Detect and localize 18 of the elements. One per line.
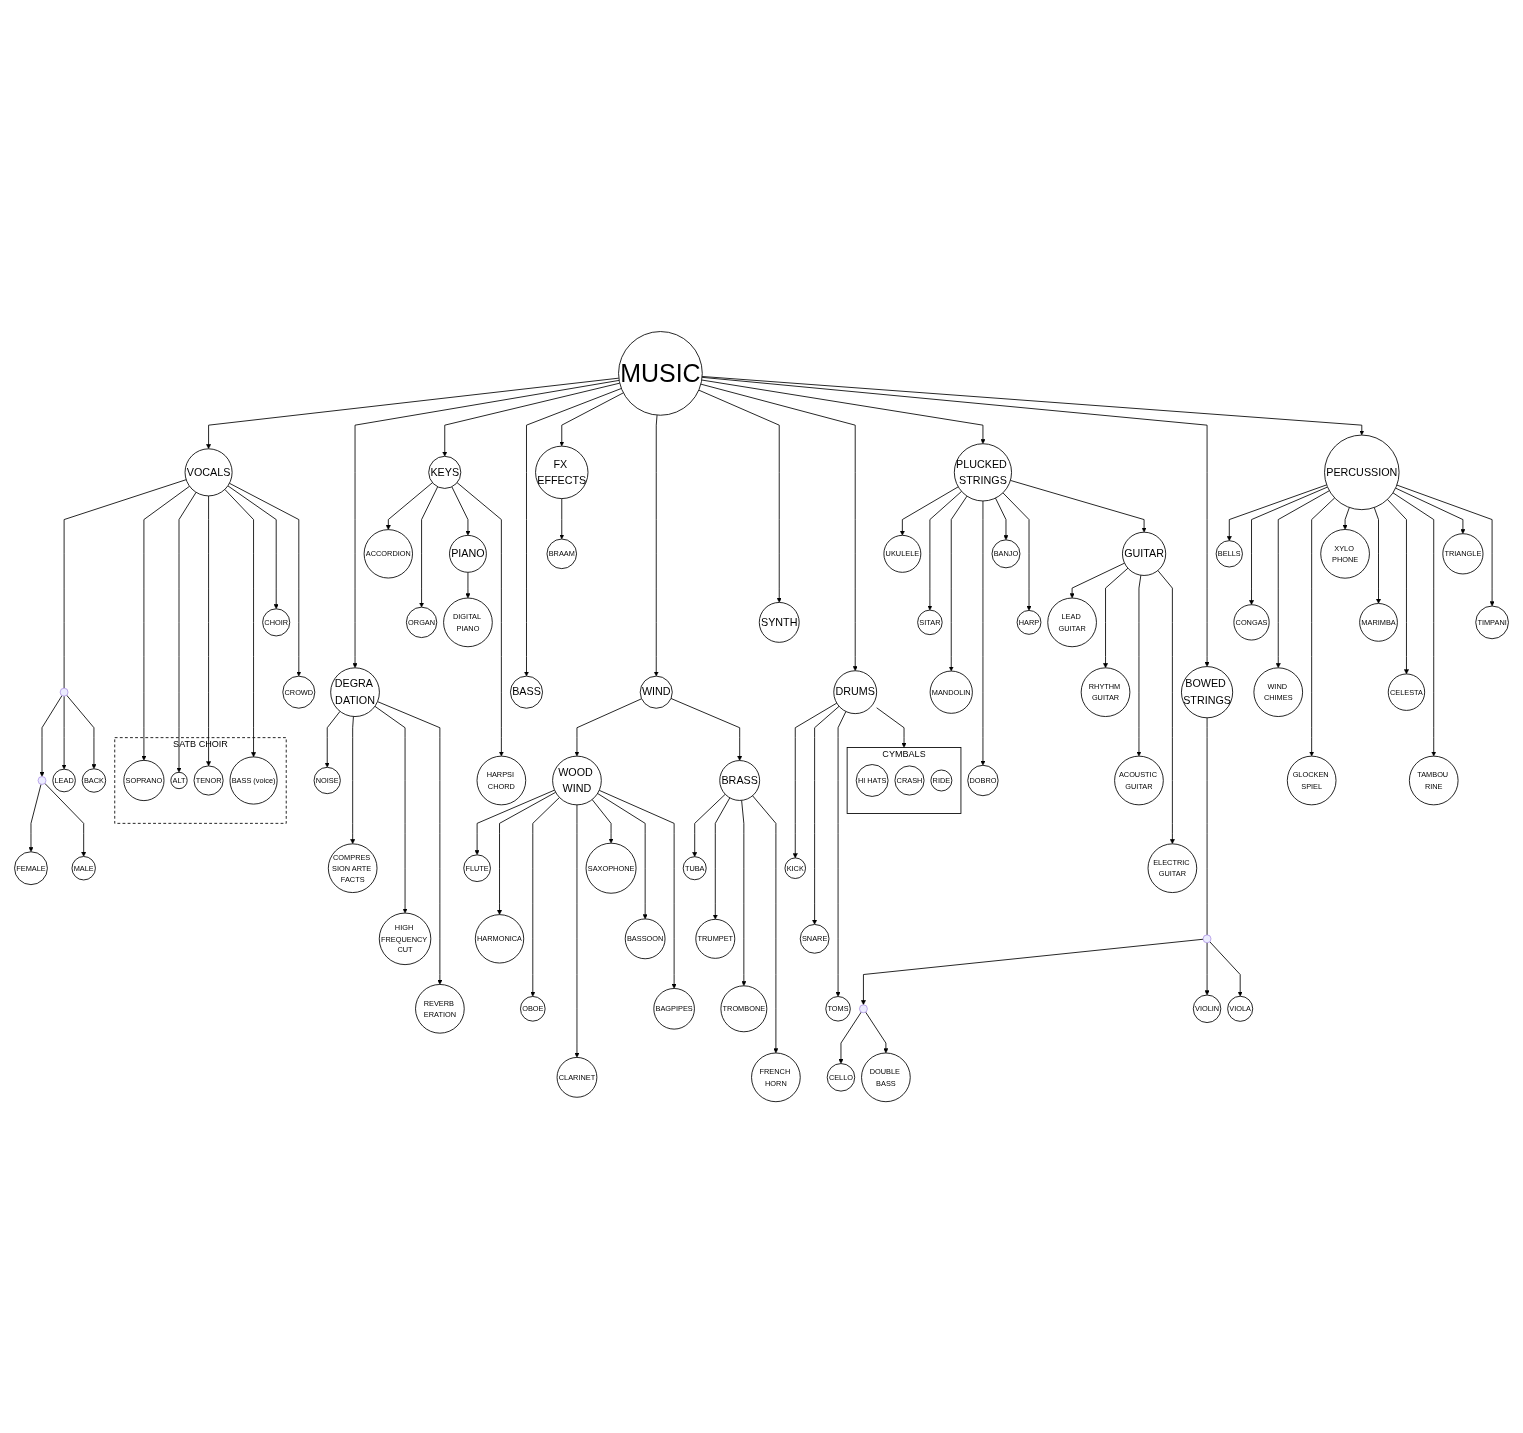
node-circle: PERCUSSION <box>1324 434 1400 510</box>
node-circle: PLUCKED STRINGS <box>953 443 1012 502</box>
node-circle: PIANO <box>449 534 487 573</box>
node-circle: DRUMS <box>833 670 878 714</box>
node-circle: GUITAR <box>1122 531 1167 576</box>
node-circle: BOWED STRINGS <box>1181 666 1234 719</box>
node-circle: SYNTH <box>758 601 800 643</box>
node-circle: VOCALS <box>184 448 233 497</box>
node-circle: WIND <box>639 675 673 709</box>
node-circle: WOOD WIND <box>552 755 602 806</box>
node-circle: KEYS <box>428 455 462 489</box>
node-circle: BRASS <box>719 760 761 801</box>
connector <box>1206 717 1208 936</box>
node-circle: BASS <box>510 675 543 709</box>
node-circle: MUSIC <box>618 331 703 416</box>
node-circle: FX EFFECTS <box>535 445 589 499</box>
connector <box>63 479 187 689</box>
node-circle: DEGRA DATION <box>330 667 380 717</box>
